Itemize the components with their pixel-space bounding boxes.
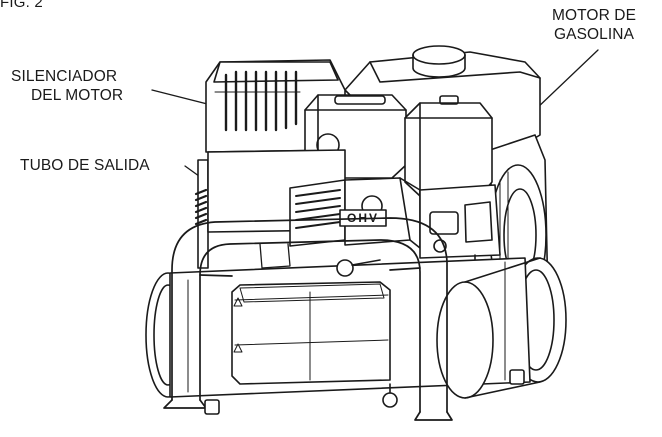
callout-muffler-line2: DEL MOTOR bbox=[31, 87, 124, 104]
callout-outlet-tube: TUBO DE SALIDA bbox=[20, 156, 150, 175]
tank-feet bbox=[204, 369, 525, 415]
callout-gasoline-motor: MOTOR DE GASOLINA bbox=[537, 6, 651, 44]
fuel-cap bbox=[412, 45, 466, 65]
outlet-tube bbox=[194, 159, 209, 269]
callout-muffler: SILENCIADOR DEL MOTOR bbox=[11, 67, 123, 105]
engine-cover-right bbox=[404, 95, 493, 197]
callout-muffler-line1: SILENCIADOR bbox=[11, 68, 118, 85]
figure-label: FIG. 2 bbox=[0, 0, 43, 11]
leader-motor bbox=[534, 49, 599, 111]
handle-frame bbox=[163, 217, 453, 421]
tank-fittings bbox=[336, 259, 398, 408]
front-shroud bbox=[231, 281, 391, 385]
callout-gasoline-motor-line1: MOTOR DE bbox=[551, 7, 637, 24]
callout-gasoline-motor-line2: GASOLINA bbox=[553, 26, 635, 43]
engine-controls bbox=[419, 184, 501, 286]
callout-outlet-tube-line1: TUBO DE SALIDA bbox=[20, 157, 150, 174]
drain-valve bbox=[382, 392, 398, 408]
engine-cylinder bbox=[207, 149, 421, 249]
